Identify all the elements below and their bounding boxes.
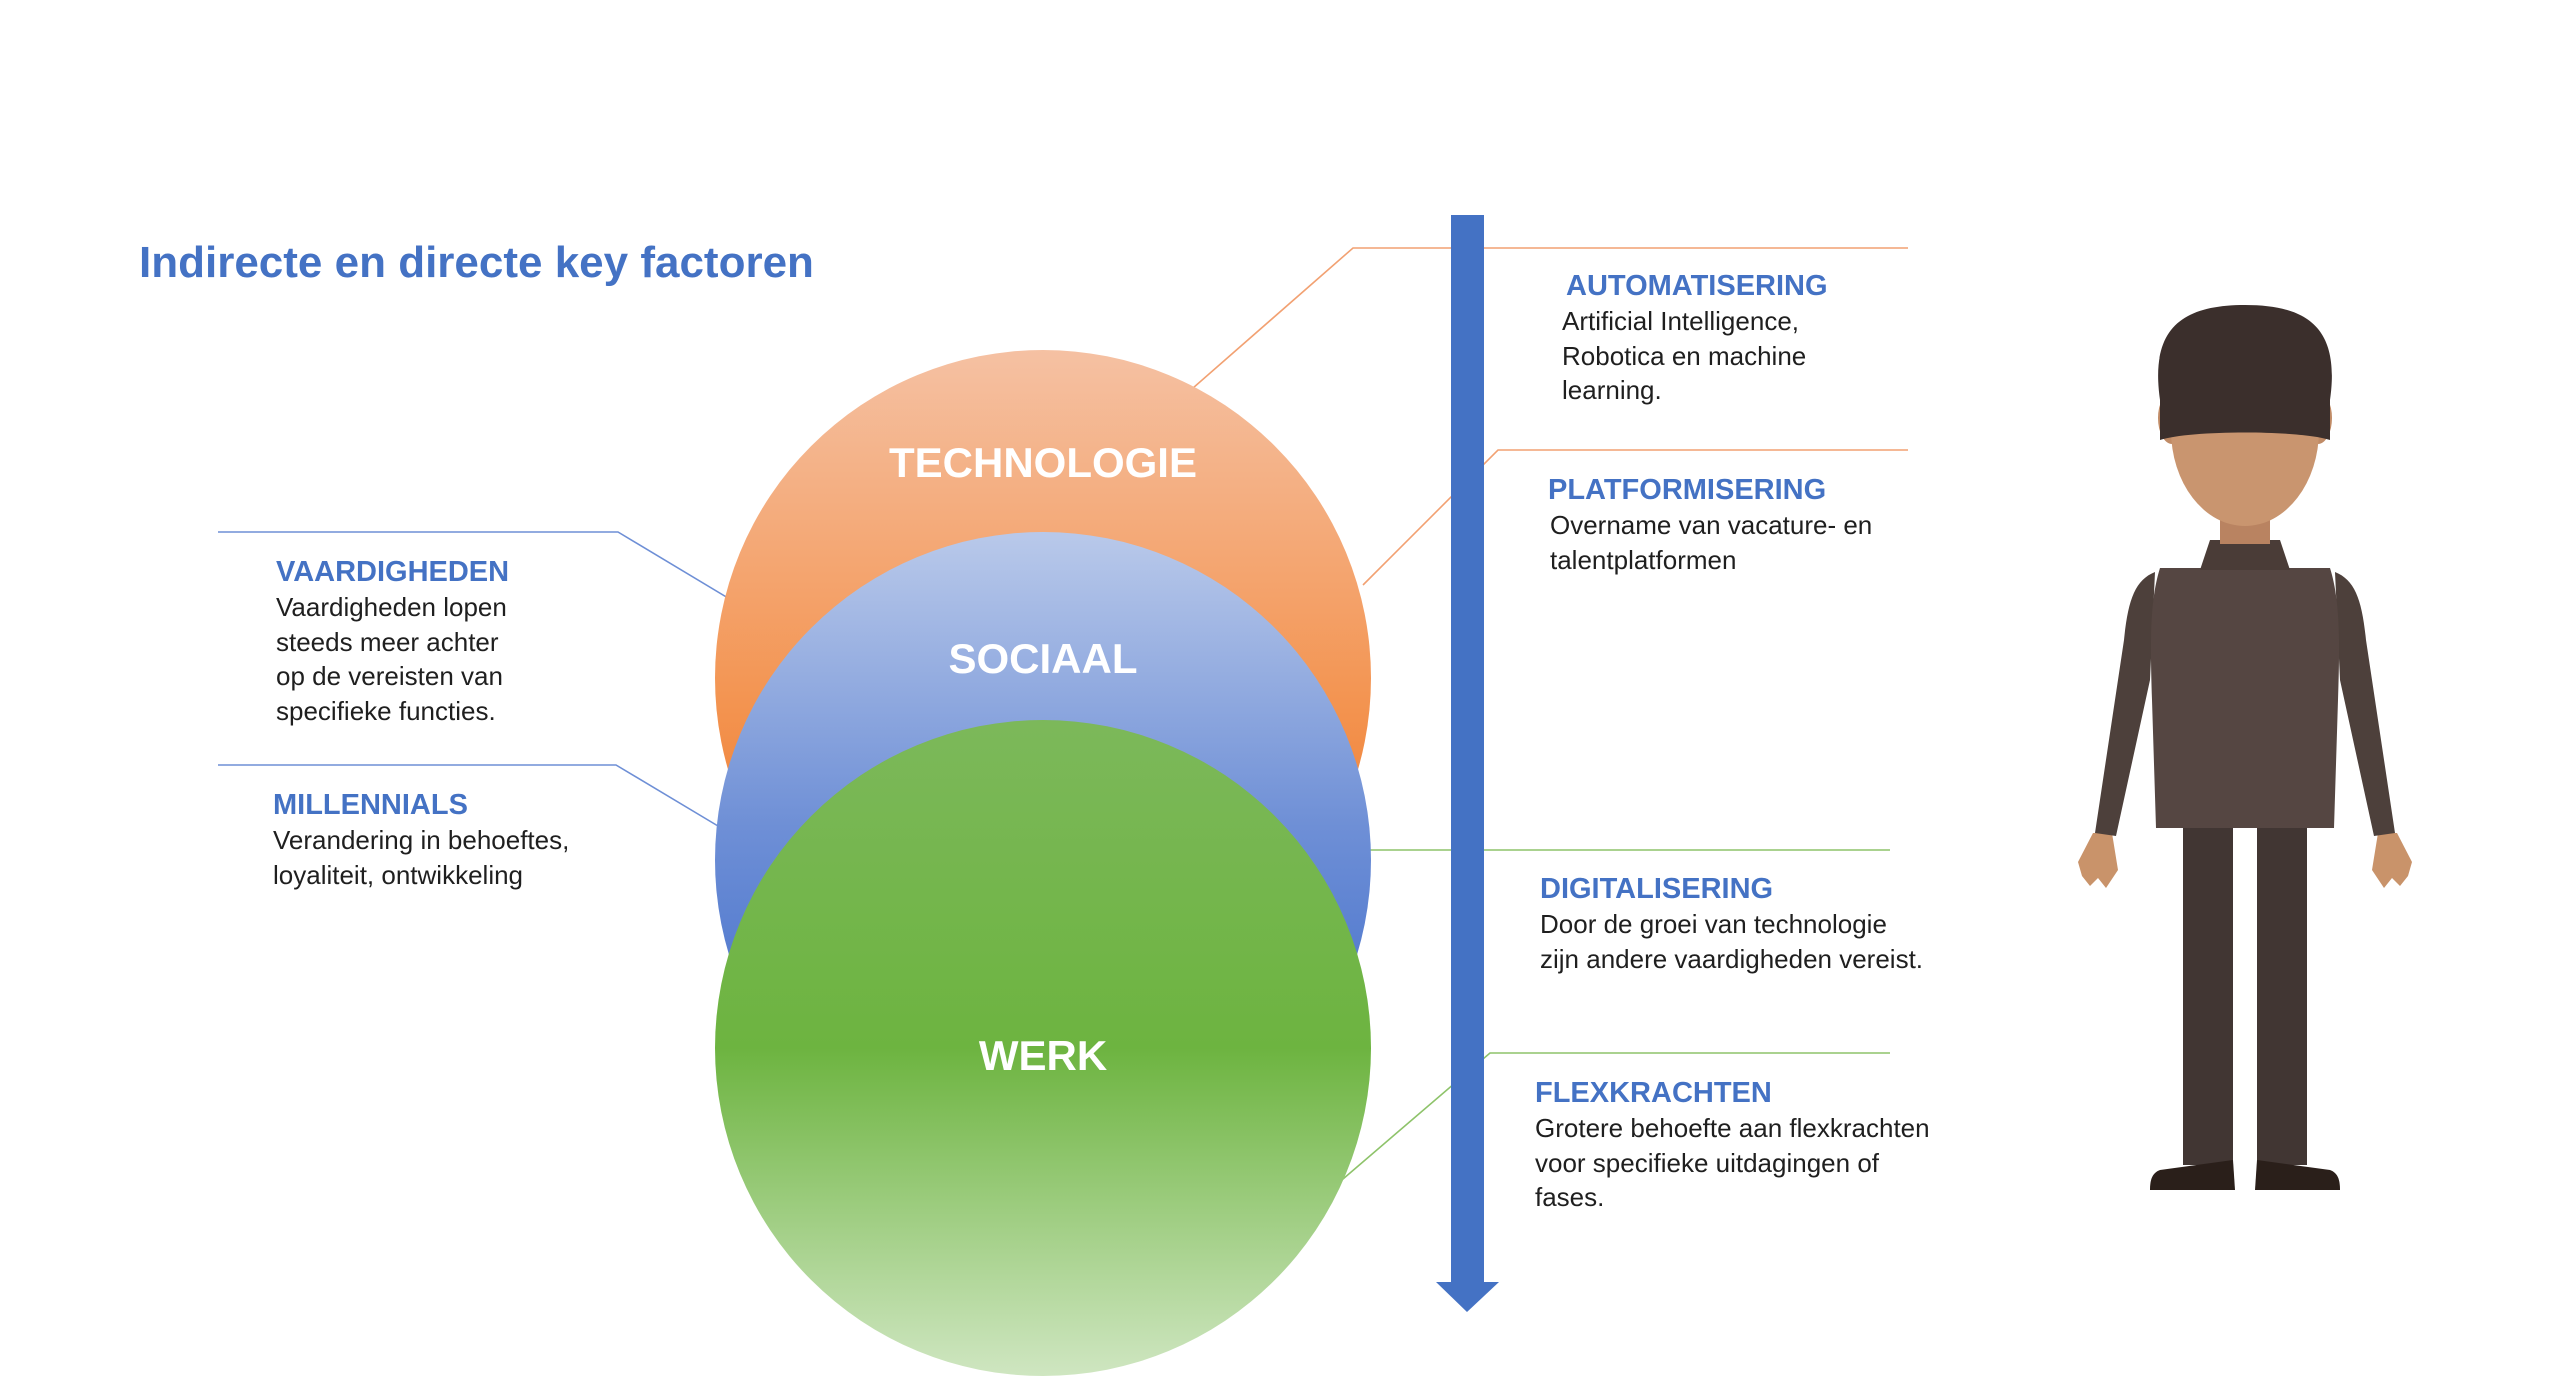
factor-heading: PLATFORMISERING — [1548, 474, 1827, 506]
factor-description: Door de groei van technologie zijn ander… — [1540, 909, 1924, 974]
connector-digitalisering — [1317, 849, 1890, 871]
factor-digitalisering: DIGITALISERING Door de groei van technol… — [1540, 871, 1923, 976]
factor-flexkrachten: FLEXKRACHTEN Grotere behoefte aan flexkr… — [1535, 1075, 1930, 1215]
circle-werk — [715, 720, 1371, 1376]
connector-flexkrachten — [1335, 1052, 1890, 1186]
factor-description: Verandering in behoeftes, loyaliteit, on… — [273, 825, 570, 890]
factor-platformisering: PLATFORMISERING Overname van vacature- e… — [1548, 472, 1872, 577]
factor-heading: VAARDIGHEDEN — [276, 556, 510, 588]
factor-millennials: MILLENNIALS Verandering in behoeftes, lo… — [273, 787, 569, 892]
down-arrow-icon — [1436, 215, 1499, 1312]
circle-label-werk: WERK — [978, 1032, 1108, 1079]
factor-heading: FLEXKRACHTEN — [1535, 1077, 1772, 1109]
page-title: Indirecte en directe key factoren — [139, 238, 814, 287]
circle-label-sociaal: SOCIAAL — [948, 635, 1138, 682]
factor-vaardigheden: VAARDIGHEDEN Vaardigheden lopen steeds m… — [276, 554, 509, 728]
circle-label-technologie: TECHNOLOGIE — [888, 439, 1197, 486]
person-figure-icon — [2078, 305, 2412, 1190]
factor-heading: AUTOMATISERING — [1566, 270, 1828, 302]
connector-millennials — [218, 764, 719, 827]
connector-automatisering — [1192, 247, 1908, 389]
factor-heading: MILLENNIALS — [273, 789, 468, 821]
factor-description: Overname van vacature- en talentplatform… — [1550, 510, 1873, 575]
left-hand — [2078, 833, 2118, 888]
factor-description: Artificial Intelligence, Robotica en mac… — [1562, 306, 1807, 405]
right-hand — [2372, 833, 2412, 888]
factor-automatisering: AUTOMATISERING Artificial Intelligence, … — [1562, 268, 1828, 408]
factor-description: Vaardigheden lopen steeds meer achter op… — [276, 592, 507, 726]
factor-heading: DIGITALISERING — [1540, 873, 1774, 905]
factor-description: Grotere behoefte aan flexkrachten voor s… — [1535, 1113, 1930, 1212]
connector-platformisering — [1362, 449, 1908, 586]
